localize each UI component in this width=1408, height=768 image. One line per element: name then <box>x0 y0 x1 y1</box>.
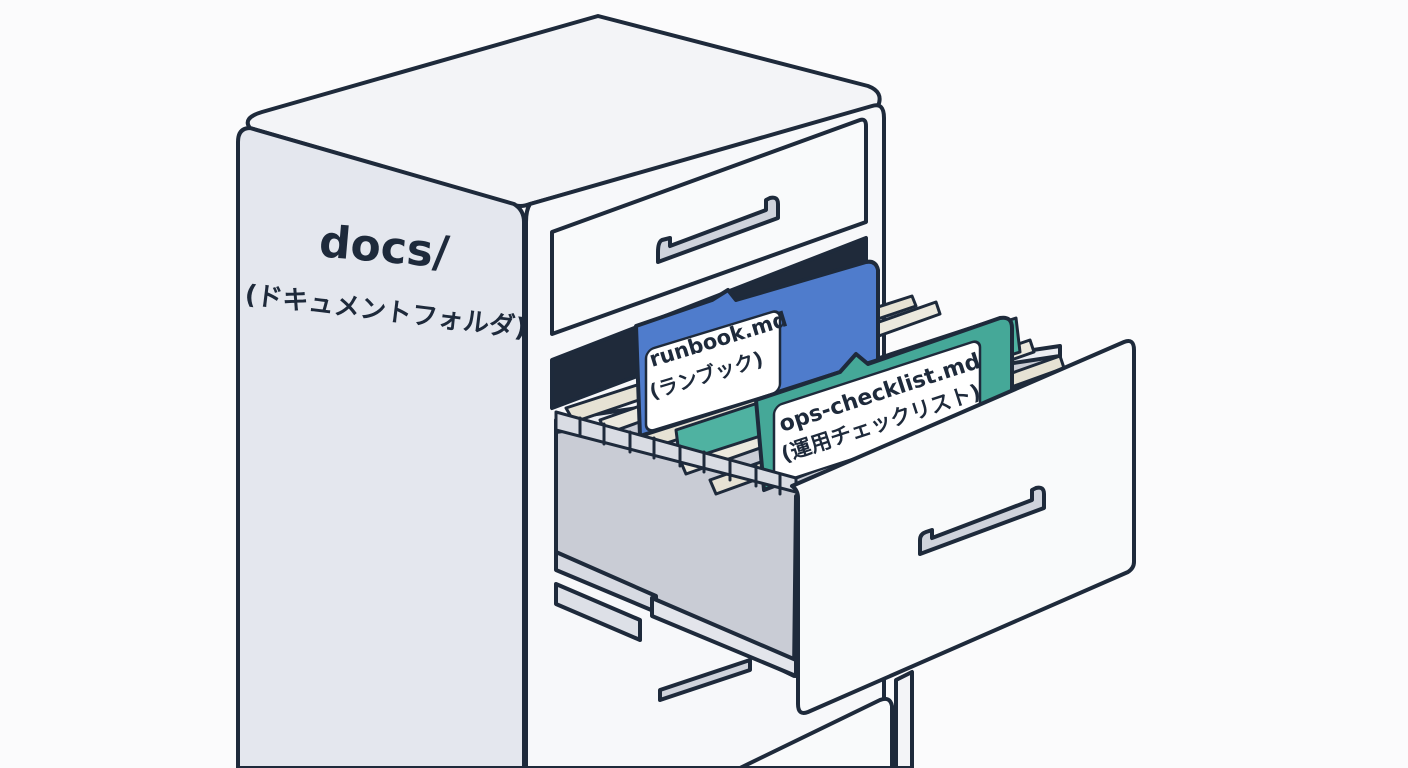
cabinet-side-label: docs/ <box>317 216 452 278</box>
open-drawer-handle[interactable] <box>918 485 1046 556</box>
top-drawer[interactable] <box>550 117 868 336</box>
top-drawer-handle[interactable] <box>656 195 780 264</box>
cabinet-side <box>236 126 526 768</box>
file-runbook-label-bg <box>644 310 782 432</box>
open-drawer-front[interactable] <box>790 339 1136 715</box>
cabinet-top <box>245 14 882 208</box>
file-runbook[interactable]: runbook.md (ランブック) <box>634 259 880 438</box>
lower-drawer-front <box>738 696 894 768</box>
drawer-slide <box>554 582 642 642</box>
hooks <box>578 416 782 496</box>
cabinet-leg <box>894 670 914 768</box>
lower-drawer-handle[interactable] <box>658 658 752 702</box>
lower-drawer[interactable] <box>658 658 914 768</box>
top-drawer-front <box>550 117 868 336</box>
